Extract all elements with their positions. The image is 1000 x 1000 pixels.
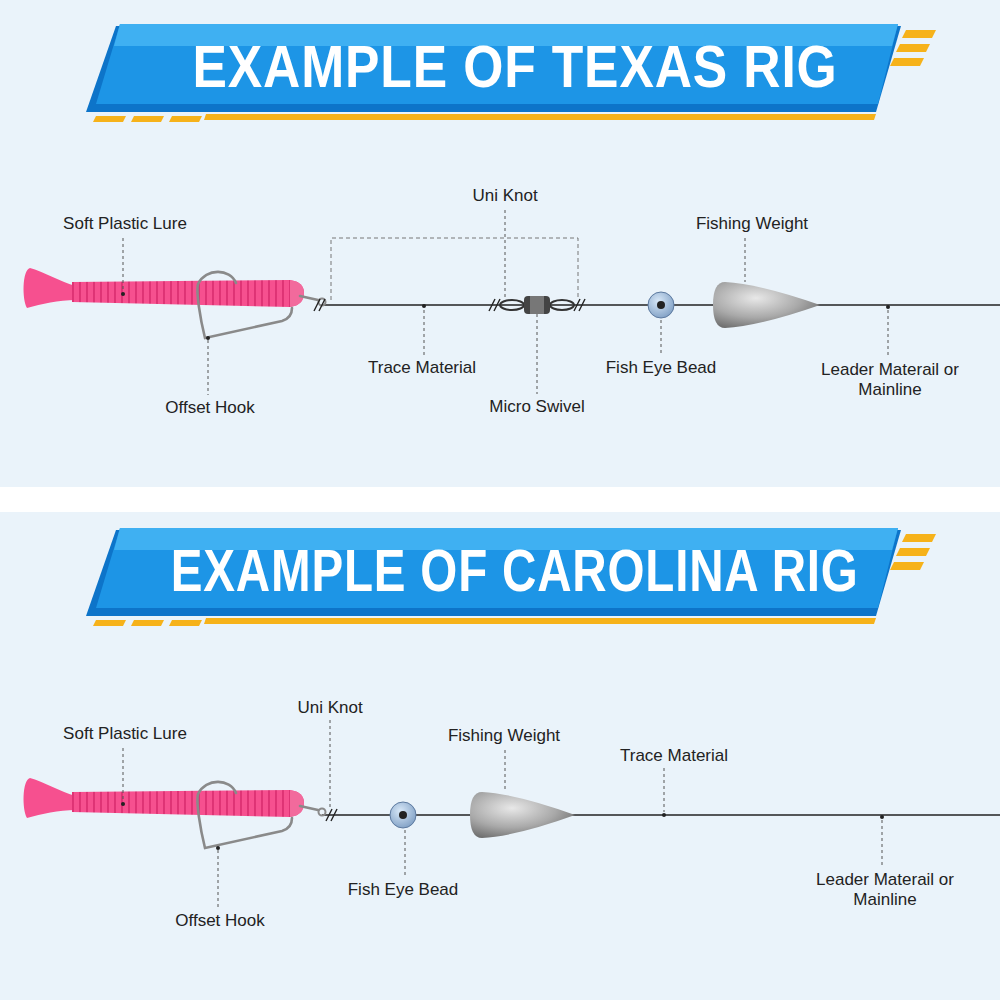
part-label: Soft Plastic Lure [63, 724, 187, 744]
part-label: Trace Material [368, 358, 476, 378]
part-label: Fish Eye Bead [348, 880, 459, 900]
part-label: Fish Eye Bead [606, 358, 717, 378]
part-label: Fishing Weight [696, 214, 808, 234]
part-label: Trace Material [620, 746, 728, 766]
part-label: Micro Swivel [489, 397, 584, 417]
banner-title: EXAMPLE OF TEXAS RIG [192, 32, 837, 101]
part-label: Offset Hook [175, 911, 264, 931]
banner-title: EXAMPLE OF CAROLINA RIG [171, 536, 859, 605]
part-label: Leader Materail or Mainline [815, 360, 965, 400]
part-label: Fishing Weight [448, 726, 560, 746]
part-label: Uni Knot [472, 186, 537, 206]
part-label: Offset Hook [165, 398, 254, 418]
title-banner: EXAMPLE OF TEXAS RIG [86, 24, 944, 122]
part-label: Soft Plastic Lure [63, 214, 187, 234]
title-banner: EXAMPLE OF CAROLINA RIG [86, 528, 944, 626]
part-label: Uni Knot [297, 698, 362, 718]
part-label: Leader Materail or Mainline [810, 870, 960, 910]
